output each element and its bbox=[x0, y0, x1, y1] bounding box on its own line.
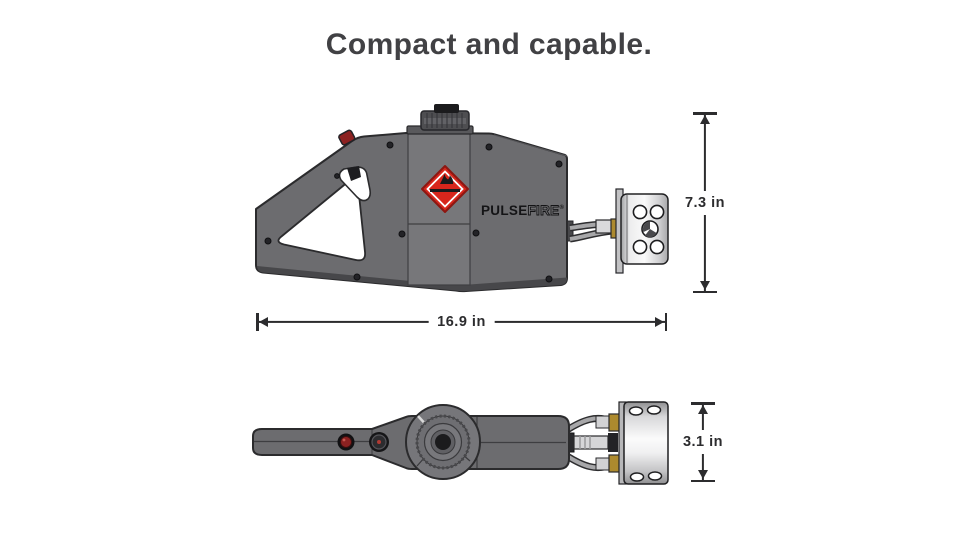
trigger bbox=[347, 166, 361, 181]
height-dimension: 7.3 in bbox=[675, 112, 735, 293]
brand-outline: FIRE bbox=[528, 203, 560, 218]
brand-logo: PULSEFIRE® bbox=[481, 203, 564, 219]
arrow-down-icon bbox=[700, 281, 710, 290]
side-view-illustration: PULSEFIRE® bbox=[255, 104, 669, 293]
flammable-placard-icon bbox=[421, 165, 469, 213]
trigger-cutout bbox=[338, 166, 372, 202]
page-title: Compact and capable. bbox=[325, 28, 653, 61]
ignition-button-top bbox=[337, 433, 355, 451]
fuel-cap-top bbox=[405, 404, 481, 480]
nozzle-cylinder-top bbox=[618, 401, 669, 485]
depth-dimension-label: 3.1 in bbox=[673, 430, 733, 454]
nozzle-tubing-top bbox=[565, 413, 622, 473]
dimension-endcap bbox=[693, 290, 717, 293]
height-dimension-label: 7.3 in bbox=[675, 190, 735, 215]
dimension-endcap bbox=[691, 479, 715, 482]
dimension-endcap bbox=[664, 313, 667, 331]
dimension-endcap bbox=[691, 402, 715, 405]
registered-mark: ® bbox=[559, 204, 564, 211]
depth-dimension: 3.1 in bbox=[673, 402, 733, 482]
dimension-endcap bbox=[693, 112, 717, 115]
fuel-cap-side bbox=[406, 104, 474, 135]
arrow-up-icon bbox=[700, 115, 710, 124]
top-view-illustration bbox=[252, 401, 669, 485]
length-dimension-label: 16.9 in bbox=[428, 310, 495, 334]
safety-button-side bbox=[338, 129, 356, 146]
dimension-endcap bbox=[256, 313, 259, 331]
nozzle-tubing bbox=[564, 218, 621, 243]
brand-solid: PULSE bbox=[481, 203, 528, 218]
arrow-down-icon bbox=[698, 470, 708, 479]
selector-knob-top bbox=[369, 432, 389, 452]
arrow-left-icon bbox=[259, 317, 268, 327]
length-dimension: 16.9 in bbox=[256, 310, 667, 334]
arrow-up-icon bbox=[698, 405, 708, 414]
svg-text:PULSEFIRE®: PULSEFIRE® bbox=[481, 203, 564, 218]
screws bbox=[264, 141, 563, 283]
arrow-right-icon bbox=[655, 317, 664, 327]
tank-panel bbox=[407, 132, 471, 286]
nozzle-bracket bbox=[615, 188, 669, 274]
